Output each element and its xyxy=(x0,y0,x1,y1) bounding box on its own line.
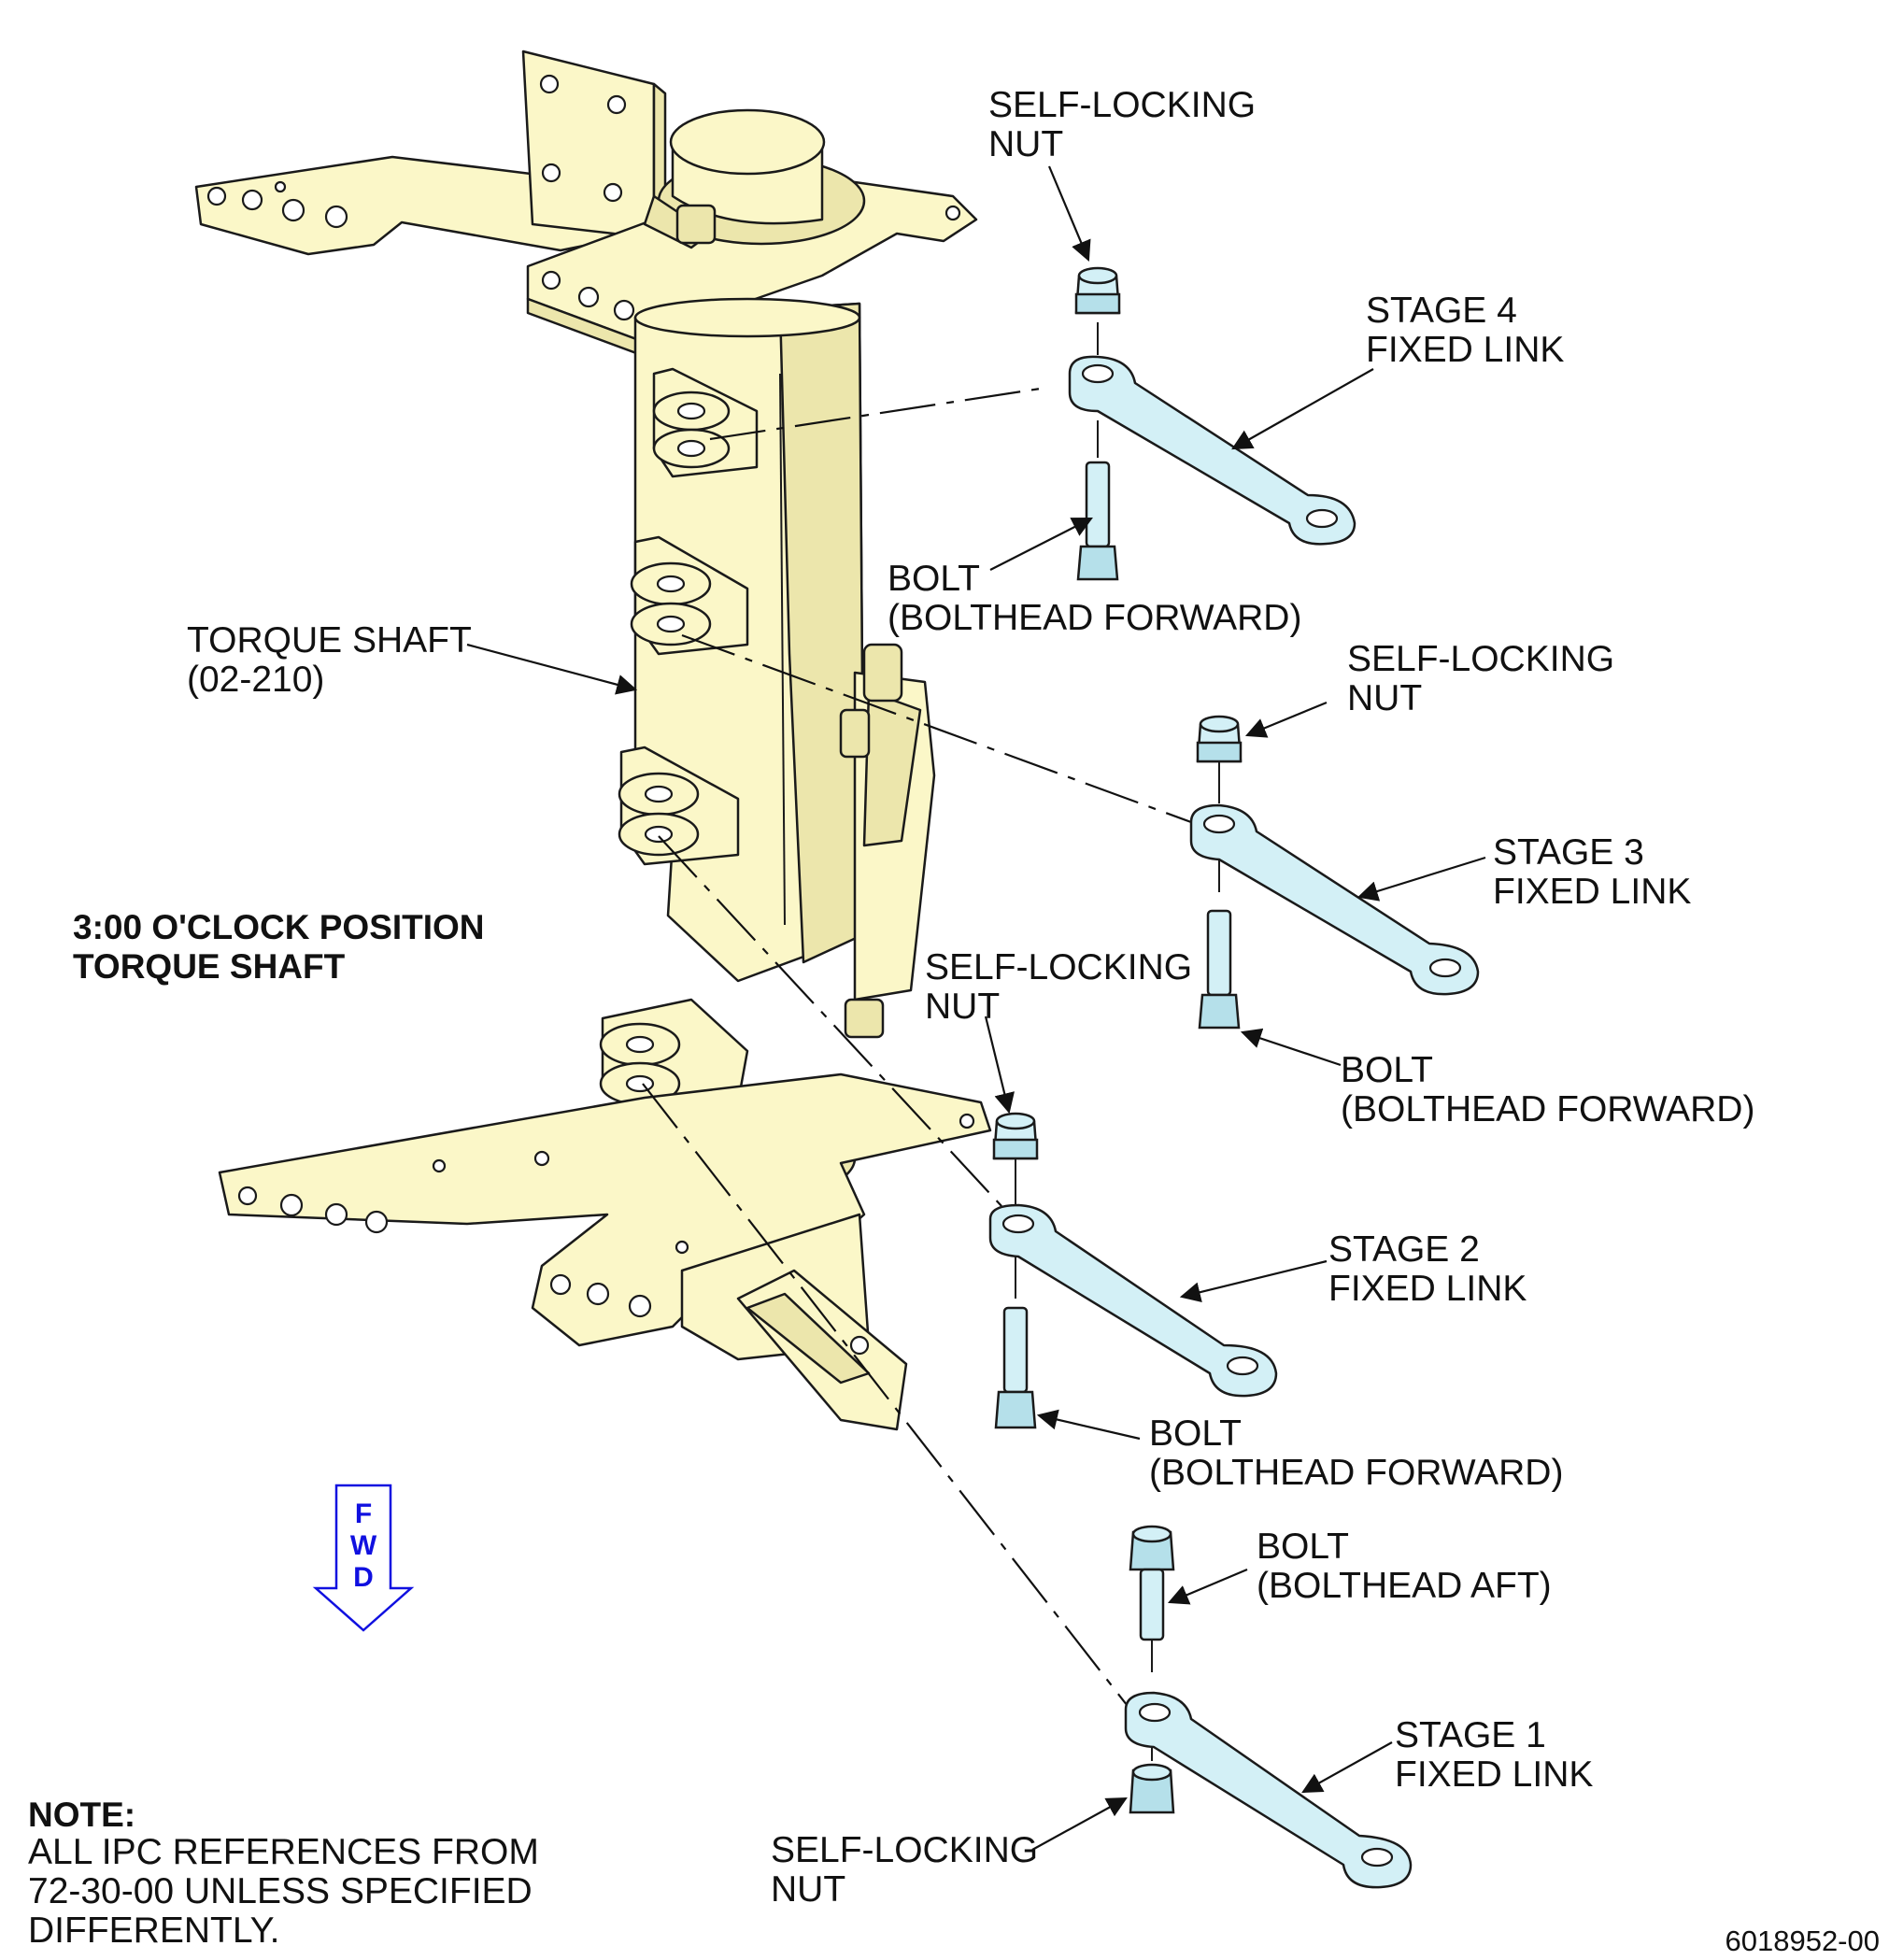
stage-1-bolt xyxy=(1129,1525,1175,1641)
label-link-stage1-line2: FIXED LINK xyxy=(1395,1754,1593,1795)
label-link-stage1-line1: STAGE 1 xyxy=(1395,1715,1546,1755)
label-bolt-stage4-line2: (BOLTHEAD FORWARD) xyxy=(888,598,1301,638)
fwd-letter-f: F xyxy=(355,1498,372,1529)
label-bolt-stage1-line2: (BOLTHEAD AFT) xyxy=(1257,1566,1552,1606)
label-nut-stage1-line2: NUT xyxy=(771,1869,845,1910)
label-bolt-stage4-line1: BOLT xyxy=(888,559,980,599)
fwd-letter-w: W xyxy=(350,1530,377,1561)
label-nut-stage3-line2: NUT xyxy=(1347,678,1422,718)
forward-arrow: F W D xyxy=(312,1484,415,1632)
callout-labels: SELF-LOCKING NUT STAGE 4 FIXED LINK BOLT… xyxy=(73,85,1754,1910)
label-nut-stage4-line1: SELF-LOCKING xyxy=(988,85,1256,125)
stage-3-nut xyxy=(1196,715,1243,763)
center-lines xyxy=(642,322,1220,1761)
label-bolt-stage3-line2: (BOLTHEAD FORWARD) xyxy=(1341,1089,1754,1129)
stage-1-fixed-link xyxy=(1124,1691,1413,1889)
label-nut-stage2-line1: SELF-LOCKING xyxy=(925,947,1192,987)
label-bolt-stage2-line1: BOLT xyxy=(1149,1413,1242,1454)
label-nut-stage2-line2: NUT xyxy=(925,987,1000,1027)
label-link-stage4-line1: STAGE 4 xyxy=(1366,291,1517,331)
note-line-1: ALL IPC REFERENCES FROM xyxy=(28,1832,539,1872)
label-link-stage4-line2: FIXED LINK xyxy=(1366,330,1564,370)
note-heading: NOTE: xyxy=(28,1796,135,1834)
note-block: NOTE: ALL IPC REFERENCES FROM 72-30-00 U… xyxy=(28,1796,539,1951)
stage-4-nut xyxy=(1074,266,1121,315)
label-nut-stage4-line2: NUT xyxy=(988,124,1063,164)
label-nut-stage3-line1: SELF-LOCKING xyxy=(1347,639,1614,679)
stage-2-fixed-link xyxy=(988,1203,1278,1398)
label-link-stage3-line1: STAGE 3 xyxy=(1493,832,1644,873)
stage-2-nut xyxy=(992,1112,1039,1160)
label-link-stage3-line2: FIXED LINK xyxy=(1493,872,1691,912)
label-torque-shaft-line1: TORQUE SHAFT xyxy=(187,620,472,660)
label-position-line2: TORQUE SHAFT xyxy=(73,947,346,986)
torque-shaft-assembly xyxy=(194,50,992,1431)
label-bolt-stage3-line1: BOLT xyxy=(1341,1050,1433,1090)
stage-1-nut xyxy=(1129,1763,1175,1814)
label-bolt-stage2-line2: (BOLTHEAD FORWARD) xyxy=(1149,1453,1563,1493)
label-bolt-stage1-line1: BOLT xyxy=(1257,1527,1349,1567)
label-link-stage2-line1: STAGE 2 xyxy=(1328,1229,1480,1270)
label-link-stage2-line2: FIXED LINK xyxy=(1328,1269,1527,1309)
stage-2-bolt xyxy=(994,1306,1037,1429)
note-line-3: DIFFERENTLY. xyxy=(28,1910,279,1951)
stage-3-fixed-link xyxy=(1189,803,1480,996)
stage-4-bolt xyxy=(1076,461,1119,581)
label-nut-stage1-line1: SELF-LOCKING xyxy=(771,1830,1038,1870)
figure-id: 6018952-00 xyxy=(1726,1924,1881,1957)
leader-lines xyxy=(466,165,1486,1851)
stage-3-bolt xyxy=(1198,909,1241,1030)
fwd-letter-d: D xyxy=(353,1562,374,1593)
label-position-line1: 3:00 O'CLOCK POSITION xyxy=(73,908,485,946)
label-torque-shaft-line2: (02-210) xyxy=(187,660,324,700)
note-line-2: 72-30-00 UNLESS SPECIFIED xyxy=(28,1871,533,1911)
stage-4-fixed-link xyxy=(1068,355,1356,546)
